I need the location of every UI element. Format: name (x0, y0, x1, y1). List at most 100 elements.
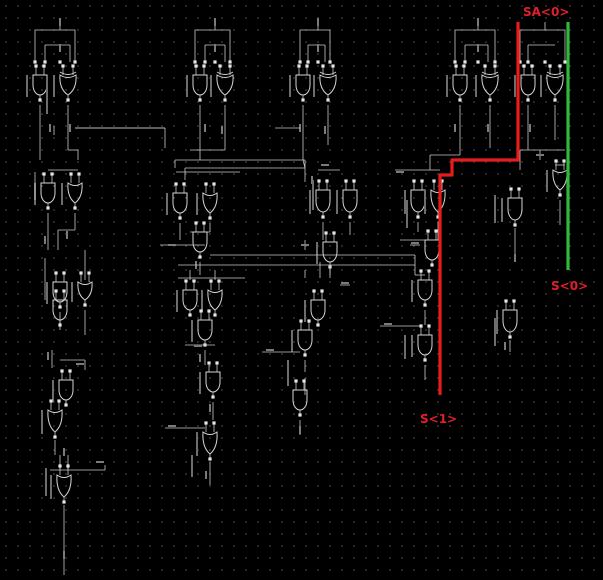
net-label (321, 164, 329, 166)
and-gate (58, 379, 74, 404)
pin (54, 289, 58, 293)
pin (563, 60, 567, 64)
pin (305, 64, 309, 68)
net-label (477, 44, 479, 52)
net-label (194, 345, 202, 347)
highlight-net-red (438, 22, 520, 395)
pin (217, 279, 221, 283)
instance-name (166, 193, 168, 215)
pin (58, 305, 62, 309)
xor-gate (319, 71, 337, 99)
pin (60, 369, 64, 373)
pin (64, 403, 68, 407)
and-gate (315, 189, 331, 216)
and-gate (342, 189, 358, 216)
net-label (299, 426, 301, 434)
pin (66, 464, 70, 468)
pin (331, 64, 335, 68)
pin (427, 269, 431, 273)
pin (212, 182, 216, 186)
or-gate (77, 281, 93, 304)
pin (58, 60, 62, 64)
pin (530, 64, 534, 68)
net-label (96, 461, 104, 463)
and-gate (520, 74, 536, 99)
pin (223, 98, 227, 102)
pin (198, 255, 202, 259)
net-label (66, 231, 68, 239)
pin (218, 64, 222, 68)
instance-name (309, 190, 311, 214)
and-gate (52, 299, 68, 324)
pin (412, 179, 416, 183)
net-label (324, 126, 326, 134)
xor-gate (59, 71, 77, 99)
label-s1: S<1> (420, 412, 458, 426)
net-label (514, 254, 516, 262)
pin (416, 215, 420, 219)
pin (73, 60, 77, 64)
pin (61, 64, 65, 68)
pin (77, 172, 81, 176)
pin (43, 60, 47, 64)
pin (87, 271, 91, 275)
pin (440, 179, 444, 183)
pin (508, 335, 512, 339)
instance-name (291, 330, 293, 352)
net-label (63, 448, 65, 456)
and-gate (502, 309, 518, 336)
and-gate (52, 281, 68, 306)
pin (194, 221, 198, 225)
pin (301, 98, 305, 102)
pin (453, 60, 457, 64)
pin (83, 303, 87, 307)
instance-name (196, 432, 198, 456)
instance-name (411, 280, 413, 302)
pin (53, 435, 57, 439)
pin (192, 279, 196, 283)
pin (34, 64, 38, 68)
instance-name (424, 190, 426, 214)
label-s0: S<0> (551, 279, 589, 293)
pin (513, 223, 517, 227)
pin (194, 64, 198, 68)
wire (545, 29, 566, 62)
pin (316, 60, 320, 64)
pin (193, 60, 197, 64)
wire (60, 29, 76, 62)
pin (198, 98, 202, 102)
instance-name (494, 195, 496, 223)
pin (332, 231, 336, 235)
and-gate (452, 74, 468, 99)
instance-name (289, 75, 291, 97)
pin (42, 172, 46, 176)
wire (215, 29, 231, 62)
pin (558, 64, 562, 68)
pin (326, 98, 330, 102)
pin (204, 182, 208, 186)
pin (419, 269, 423, 273)
pin (49, 399, 53, 403)
instance-name (514, 75, 516, 97)
instance-name (61, 183, 63, 205)
net-label (63, 551, 65, 559)
pin (562, 159, 566, 163)
instance-name (475, 75, 477, 97)
pin (208, 216, 212, 220)
pin (307, 319, 311, 323)
instance-name (446, 75, 448, 97)
instance-name (210, 75, 212, 97)
pin (215, 361, 219, 365)
instance-name (316, 242, 318, 264)
pin (298, 413, 302, 417)
net-label (266, 349, 274, 351)
net-label (209, 404, 211, 412)
or-gate (207, 289, 223, 314)
or-gate (202, 192, 218, 217)
pin (543, 60, 547, 64)
net-label (487, 124, 489, 132)
pin (344, 179, 348, 183)
instance-name (71, 282, 73, 302)
wire (478, 29, 496, 62)
